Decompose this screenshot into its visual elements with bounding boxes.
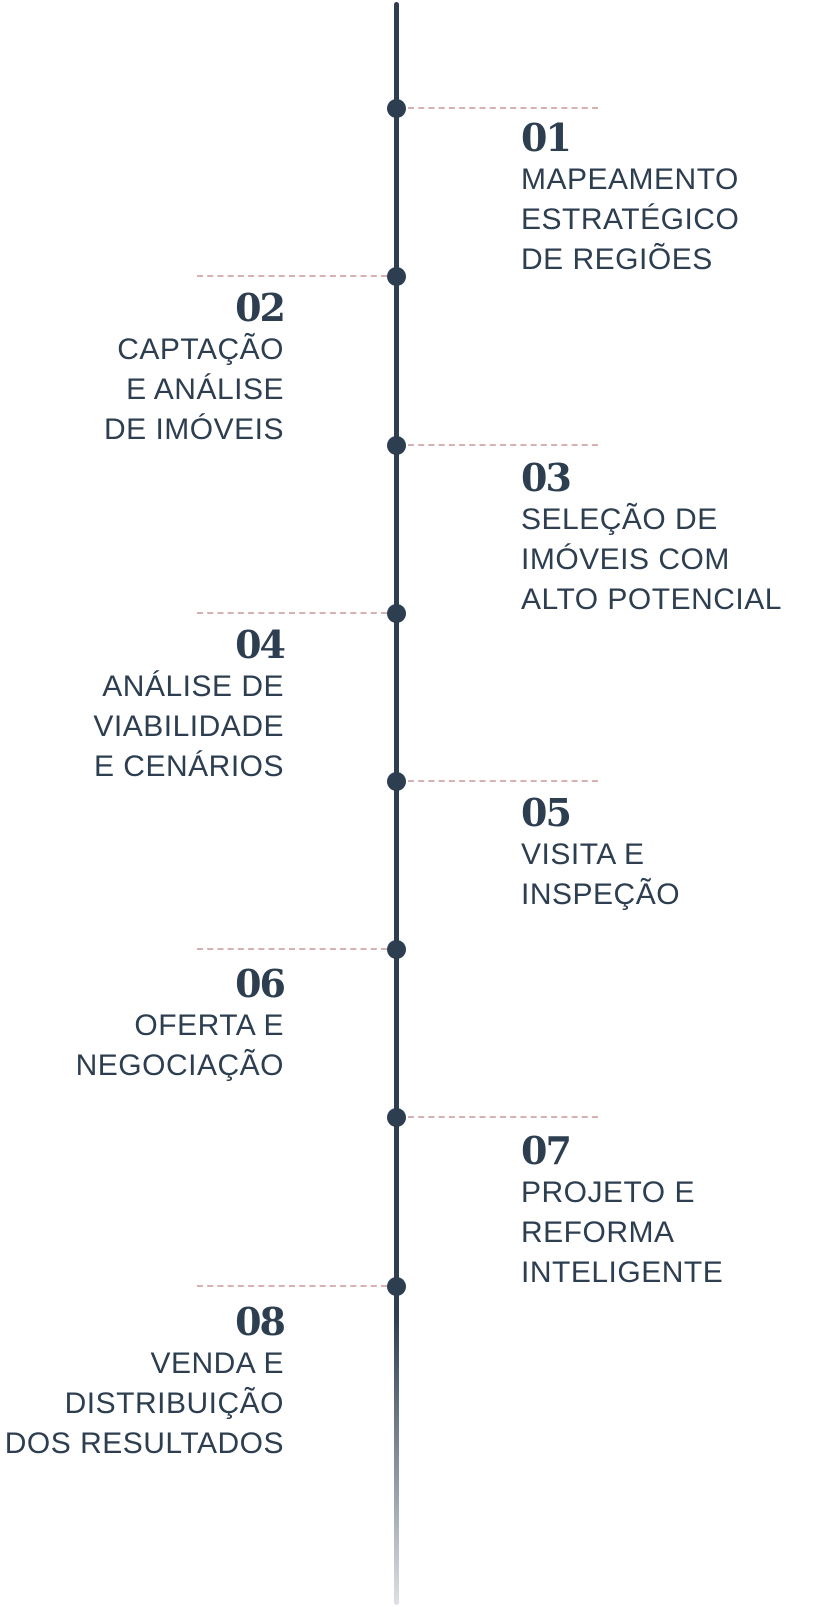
step-04: 04 ANÁLISE DE VIABILIDADE E CENÁRIOS [93, 622, 286, 787]
step-label: CAPTAÇÃO E ANÁLISE DE IMÓVEIS [103, 333, 284, 446]
connector-07 [408, 1116, 598, 1118]
step-08: 08 VENDA E DISTRIBUIÇÃO DOS RESULTADOS [4, 1299, 286, 1464]
step-07: 07 PROJETO E REFORMA INTELIGENTE [521, 1132, 723, 1293]
step-03: 03 SELEÇÃO DE IMÓVEIS COM ALTO POTENCIAL [521, 459, 782, 620]
step-number: 07 [521, 1128, 572, 1173]
connector-02 [197, 275, 387, 277]
timeline-node-01 [387, 99, 406, 118]
connector-04 [197, 612, 387, 614]
step-label: MAPEAMENTO ESTRATÉGICO DE REGIÕES [521, 163, 740, 276]
timeline-node-07 [387, 1108, 406, 1127]
connector-05 [408, 780, 598, 782]
step-label: VISITA E INSPEÇÃO [521, 838, 681, 911]
step-02: 02 CAPTAÇÃO E ANÁLISE DE IMÓVEIS [103, 285, 286, 450]
step-number: 04 [235, 622, 286, 667]
timeline-axis [394, 2, 399, 1605]
timeline-node-08 [387, 1277, 406, 1296]
timeline-node-05 [387, 772, 406, 791]
step-number: 06 [235, 961, 286, 1006]
timeline-node-06 [387, 940, 406, 959]
step-06: 06 OFERTA E NEGOCIAÇÃO [75, 961, 286, 1086]
step-number: 03 [521, 455, 572, 500]
step-05: 05 VISITA E INSPEÇÃO [521, 794, 680, 915]
connector-01 [408, 107, 598, 109]
step-number: 01 [521, 115, 572, 160]
step-01: 01 MAPEAMENTO ESTRATÉGICO DE REGIÕES [521, 119, 739, 280]
step-number: 05 [521, 790, 572, 835]
step-label: VENDA E DISTRIBUIÇÃO DOS RESULTADOS [4, 1347, 284, 1460]
timeline-node-03 [387, 436, 406, 455]
step-number: 08 [235, 1299, 286, 1344]
timeline-node-02 [387, 267, 406, 286]
connector-06 [197, 948, 387, 950]
connector-08 [197, 1285, 387, 1287]
step-number: 02 [235, 285, 286, 330]
timeline-node-04 [387, 604, 406, 623]
step-label: OFERTA E NEGOCIAÇÃO [75, 1009, 284, 1082]
step-label: PROJETO E REFORMA INTELIGENTE [521, 1176, 724, 1289]
step-label: SELEÇÃO DE IMÓVEIS COM ALTO POTENCIAL [521, 503, 782, 616]
connector-03 [408, 444, 598, 446]
step-label: ANÁLISE DE VIABILIDADE E CENÁRIOS [93, 670, 284, 783]
